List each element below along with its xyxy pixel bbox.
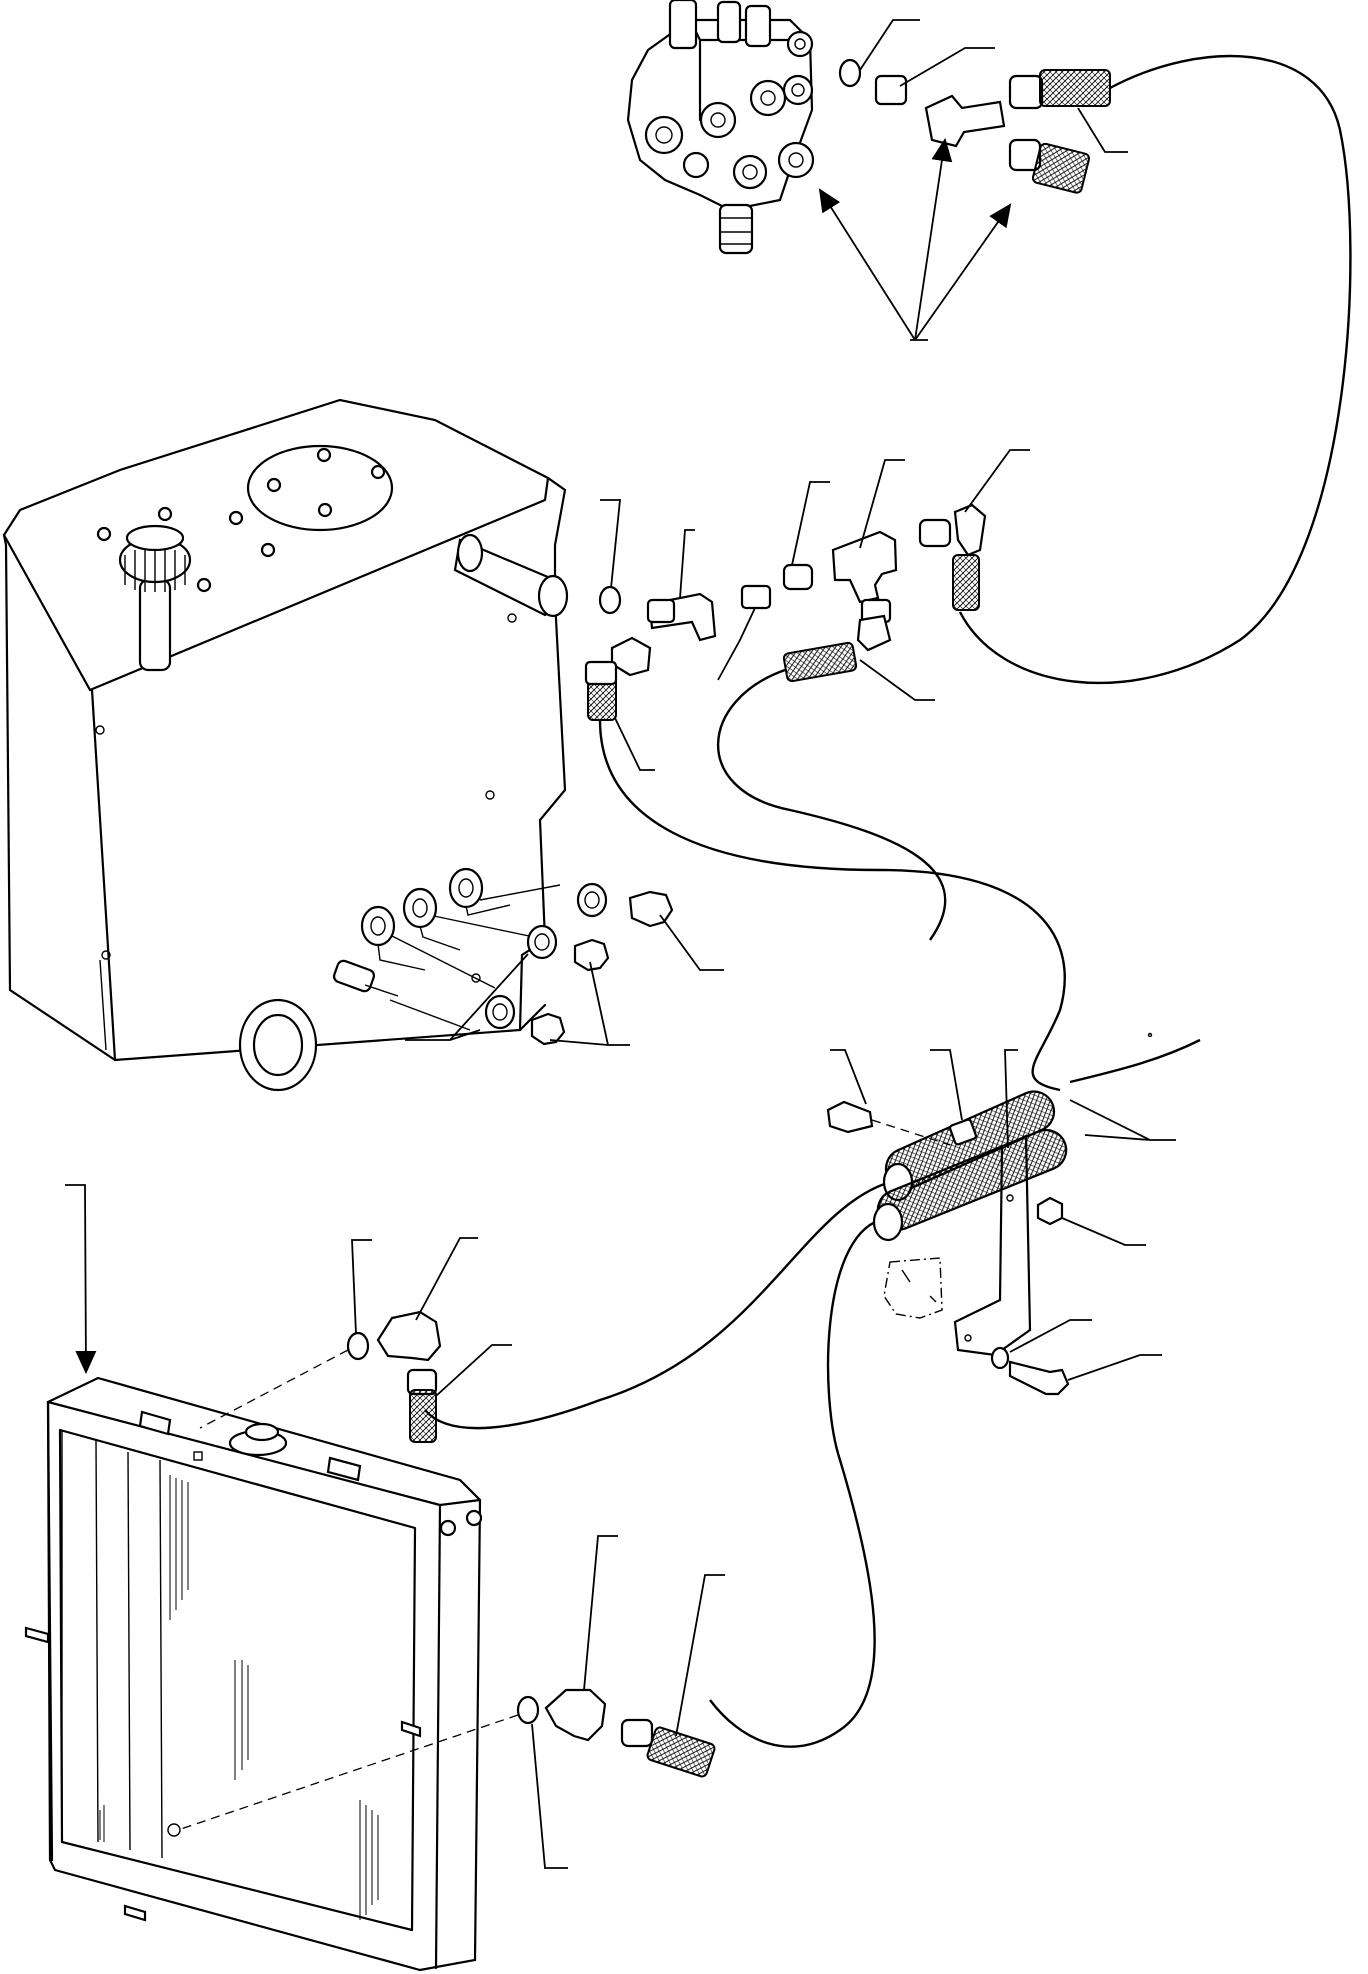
hydraulic-tank xyxy=(2,398,569,1092)
hoses xyxy=(424,54,1352,1748)
hose-bracket xyxy=(826,1049,1176,1396)
valve-fittings xyxy=(838,58,1111,194)
tank-fittings xyxy=(584,449,1030,771)
stray-mark xyxy=(1147,1032,1153,1038)
oil-cooler xyxy=(24,1184,483,1972)
tank-plugs xyxy=(405,882,724,1046)
cooler-fittings xyxy=(177,1237,725,1869)
control-valve xyxy=(626,0,815,255)
valve-callout-leaders xyxy=(818,19,1128,341)
